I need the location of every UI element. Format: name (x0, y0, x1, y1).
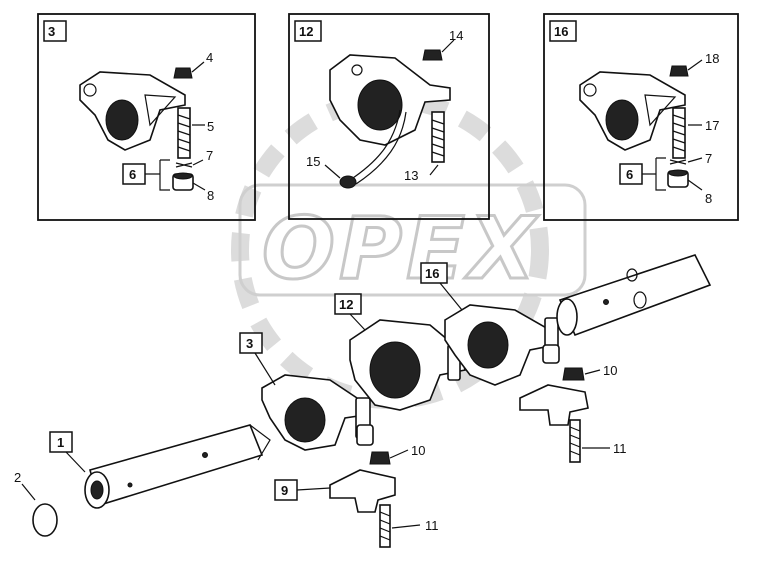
callout-6: 6 (129, 167, 136, 182)
main-assembly: 2 1 3 9 10 11 12 16 (14, 254, 712, 548)
callout-4: 4 (206, 50, 213, 65)
callout-9: 9 (281, 483, 288, 498)
inset-3-label: 3 (48, 24, 55, 39)
callout-16: 16 (425, 266, 439, 281)
callout-11: 11 (425, 518, 439, 533)
callout-3: 3 (246, 336, 253, 351)
callout-10b: 10 (603, 363, 617, 378)
inset-16: 16 18 17 7 8 6 (543, 13, 739, 221)
callout-1: 1 (57, 435, 64, 450)
inset-12: 12 14 13 15 (288, 13, 490, 220)
callout-13: 13 (404, 168, 418, 183)
inset-12-label: 12 (299, 24, 313, 39)
callout-12: 12 (339, 297, 353, 312)
callout-8b: 8 (705, 191, 712, 206)
callout-2: 2 (14, 470, 21, 485)
callout-7: 7 (206, 148, 213, 163)
callout-15: 15 (306, 154, 320, 169)
inset-16-label: 16 (554, 24, 568, 39)
callout-17: 17 (705, 118, 719, 133)
callout-18: 18 (705, 51, 719, 66)
inset-3: 3 4 5 7 8 6 (37, 13, 256, 221)
callout-7b: 7 (705, 151, 712, 166)
callout-11b: 11 (613, 441, 627, 456)
callout-6b: 6 (626, 167, 633, 182)
callout-10: 10 (411, 443, 425, 458)
callout-5: 5 (207, 119, 214, 134)
watermark-text: OPEX (262, 199, 539, 299)
callout-14: 14 (449, 28, 463, 43)
callout-8: 8 (207, 188, 214, 203)
